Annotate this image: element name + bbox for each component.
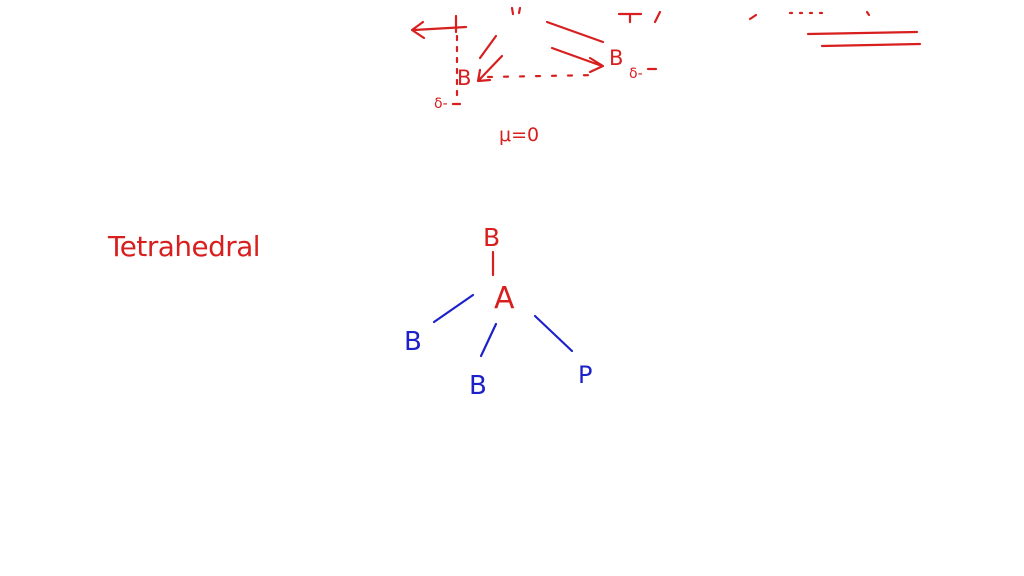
right-dipole-arrow (550, 46, 605, 74)
top-mark-4 (865, 10, 871, 17)
top-mark-3 (748, 13, 758, 21)
left-atom-B: B (404, 327, 422, 357)
top-atom-right: B (609, 46, 623, 70)
left-bond (432, 293, 475, 324)
right-bond (533, 314, 574, 353)
top-atom-left: B (457, 66, 471, 90)
central-atom-A: A (494, 281, 515, 316)
left-dipole-arrow (476, 54, 504, 83)
top-partial-left: δ- (434, 96, 448, 112)
top-right-line-1 (806, 30, 919, 36)
top-mark-2 (653, 10, 662, 24)
dipole-moment-result: μ=0 (499, 124, 539, 146)
right-atom-P: P (578, 361, 592, 389)
top-T-mark (617, 12, 643, 24)
left-bond-line (478, 34, 498, 60)
top-sketch (410, 6, 922, 106)
top-mark-1 (510, 6, 522, 16)
top-right-line-2 (820, 42, 922, 48)
right-bond-line (545, 20, 605, 44)
top-partial-right: δ- (629, 66, 643, 82)
tetrahedral-label: Tetrahedral (107, 230, 260, 263)
bottom-atom-B: B (469, 371, 487, 401)
top-atom-B: B (483, 223, 500, 252)
bottom-dashed-line (486, 73, 600, 79)
bottom-bond (479, 322, 498, 358)
top-left-arrow (410, 20, 468, 40)
blue-bonds (432, 293, 574, 358)
